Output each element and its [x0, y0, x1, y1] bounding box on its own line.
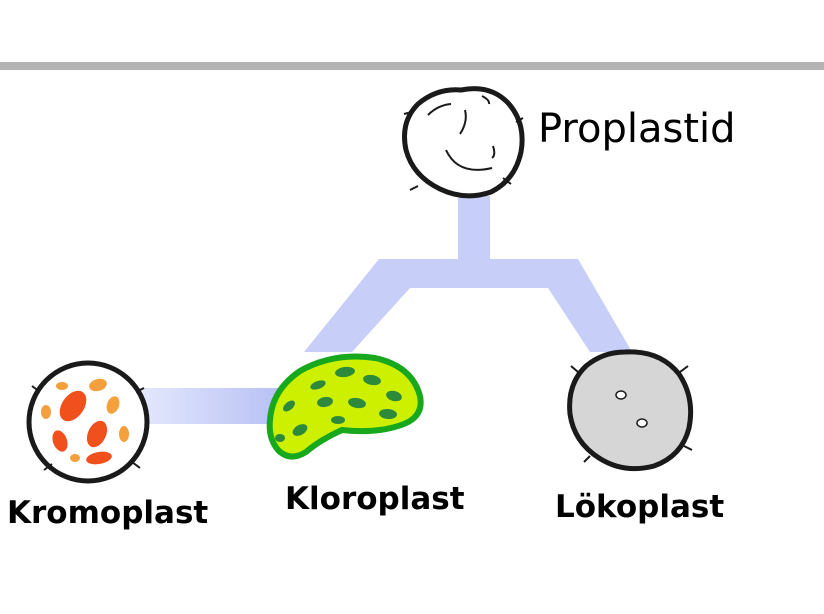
connector-tree	[140, 196, 632, 424]
label-kloroplast: Kloroplast	[285, 481, 465, 517]
top-divider	[0, 62, 824, 70]
label-proplastid: Proplastid	[538, 106, 736, 152]
label-kromoplast: Kromoplast	[7, 495, 209, 531]
proplastid-organelle	[402, 86, 525, 199]
lokoplast-organelle	[567, 349, 694, 472]
label-lokoplast: Lökoplast	[555, 489, 725, 525]
kromoplast-organelle	[26, 360, 150, 484]
kloroplast-organelle	[266, 353, 424, 460]
